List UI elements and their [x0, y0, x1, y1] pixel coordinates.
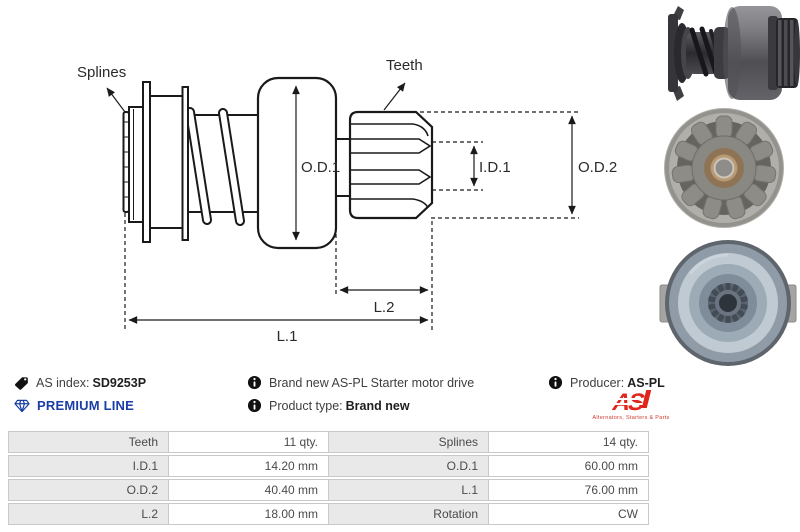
spline-bore-teeth: [708, 283, 748, 323]
dim-label-od2: O.D.2: [578, 159, 617, 176]
spec-value-cell: 60.00 mm: [488, 455, 649, 477]
table-row: L.2 18.00 mm Rotation CW: [8, 503, 650, 525]
producer: Producer:AS-PL: [548, 375, 668, 390]
spec-value-cell: 14.20 mm: [168, 455, 329, 477]
table-row: O.D.2 40.40 mm L.1 76.00 mm: [8, 479, 650, 501]
product-type: Product type:Brand new: [247, 398, 413, 413]
product-type-value: Brand new: [345, 398, 410, 413]
gear-teeth: [671, 115, 777, 220]
as-index-label: AS index:: [36, 375, 90, 390]
info-icon: [548, 375, 563, 390]
dim-label-id1: I.D.1: [479, 159, 511, 176]
premium-line-badge: PREMIUM LINE: [14, 398, 134, 413]
spec-value-cell: 40.40 mm: [168, 479, 329, 501]
product-type-label: Product type:: [269, 398, 343, 413]
spec-value-cell: 76.00 mm: [488, 479, 649, 501]
technical-drawing: Splines Teeth O.D.1 I.D.1 O.D.2 L.2 L.1: [77, 57, 617, 345]
producer-label: Producer:: [570, 375, 625, 390]
spec-label-cell: Rotation: [328, 503, 489, 525]
as-index-value: SD9253P: [92, 375, 147, 390]
spring-shaft-drawing: [185, 107, 261, 226]
dim-label-teeth: Teeth: [386, 57, 423, 74]
table-row: Teeth 11 qty. Splines 14 qty.: [8, 431, 650, 453]
aspl-logo-tagline: Alternators, Starters & Parts: [592, 415, 670, 421]
photo-gear-front-view: [664, 108, 784, 228]
spec-value-cell: 14 qty.: [488, 431, 649, 453]
product-description: Brand new AS-PL Starter motor drive: [247, 375, 474, 390]
spec-label-cell: O.D.1: [328, 455, 489, 477]
dim-label-l2: L.2: [374, 299, 395, 316]
photo-side-view: [668, 6, 800, 101]
producer-value: AS-PL: [627, 375, 665, 390]
spec-label-cell: L.2: [8, 503, 169, 525]
splined-shaft-drawing: [122, 81, 189, 243]
spec-table: Teeth 11 qty. Splines 14 qty. I.D.1 14.2…: [8, 431, 650, 527]
diamond-icon: [14, 399, 30, 413]
photo-rear-view: [659, 240, 797, 366]
spec-value-cell: CW: [488, 503, 649, 525]
spec-label-cell: I.D.1: [8, 455, 169, 477]
tag-icon: [15, 377, 28, 390]
spec-label-cell: Splines: [328, 431, 489, 453]
info-icon: [247, 398, 262, 413]
spec-label-cell: Teeth: [8, 431, 169, 453]
dimension-lines: [106, 82, 579, 330]
table-row: I.D.1 14.20 mm O.D.1 60.00 mm: [8, 455, 650, 477]
aspl-logo: AS Alternators, Starters & Parts: [591, 389, 671, 422]
spec-label-cell: O.D.2: [8, 479, 169, 501]
spec-label-cell: L.1: [328, 479, 489, 501]
dim-label-splines: Splines: [77, 64, 126, 81]
pinion-gear-drawing: [348, 110, 434, 220]
as-index: AS index:SD9253P: [14, 375, 149, 390]
dim-label-l1: L.1: [277, 328, 298, 345]
dim-label-od1: O.D.1: [301, 159, 340, 176]
product-description-text: Brand new AS-PL Starter motor drive: [269, 375, 475, 390]
spec-value-cell: 11 qty.: [168, 431, 329, 453]
premium-line-label: PREMIUM LINE: [37, 398, 135, 413]
spec-value-cell: 18.00 mm: [168, 503, 329, 525]
info-icon: [247, 375, 262, 390]
